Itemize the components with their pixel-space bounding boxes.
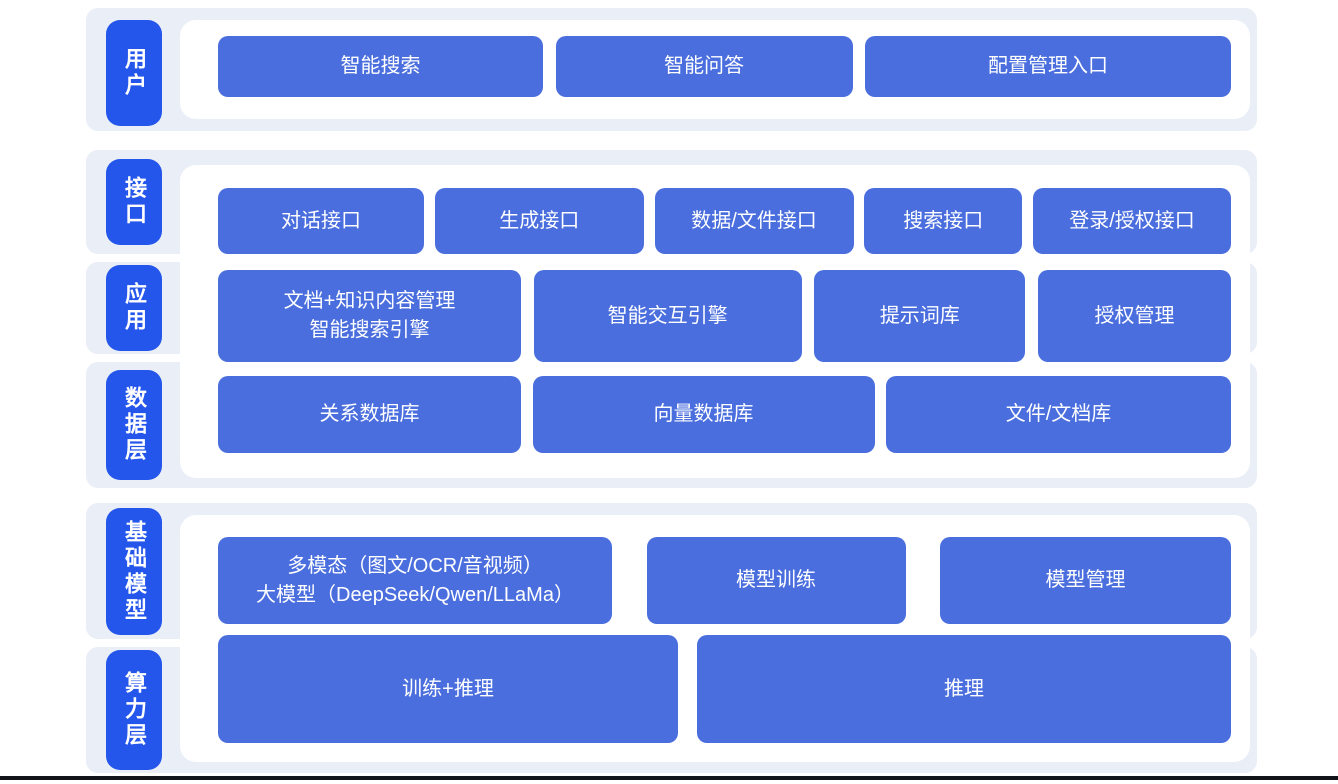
- node-smart-search: 智能搜索: [218, 36, 543, 97]
- layer-label-user: 用户: [106, 20, 162, 126]
- node-prompt-library: 提示词库: [814, 270, 1026, 362]
- node-training-inference: 训练+推理: [218, 635, 678, 743]
- layer-label-application: 应用: [106, 265, 162, 351]
- node-file-doc-store: 文件/文档库: [886, 376, 1231, 453]
- layer-group-middle: 接口 应用 数据层 对话接口 生成接口 数据/文件接口 搜索接口 登录/授权接口…: [86, 150, 1257, 488]
- panel-user: 智能搜索 智能问答 配置管理入口: [180, 20, 1250, 119]
- node-search-api: 搜索接口: [864, 188, 1023, 254]
- node-login-auth-api: 登录/授权接口: [1033, 188, 1231, 254]
- node-inference: 推理: [697, 635, 1231, 743]
- node-smart-qa: 智能问答: [555, 36, 853, 97]
- button-row-data: 关系数据库 向量数据库 文件/文档库: [218, 376, 1231, 453]
- panel-bottom: 多模态（图文/OCR/音视频） 大模型（DeepSeek/Qwen/LLaMa）…: [180, 515, 1250, 762]
- node-multimodal-llm: 多模态（图文/OCR/音视频） 大模型（DeepSeek/Qwen/LLaMa）: [218, 537, 612, 624]
- node-auth-management: 授权管理: [1037, 270, 1231, 362]
- layer-group-bottom: 基础模型 算力层 多模态（图文/OCR/音视频） 大模型（DeepSeek/Qw…: [86, 503, 1257, 773]
- layer-group-user: 用户 智能搜索 智能问答 配置管理入口: [86, 8, 1257, 131]
- node-vector-db: 向量数据库: [532, 376, 875, 453]
- node-dialog-api: 对话接口: [218, 188, 424, 254]
- node-model-training: 模型训练: [646, 537, 906, 624]
- node-interactive-engine: 智能交互引擎: [533, 270, 802, 362]
- button-row-foundation-model: 多模态（图文/OCR/音视频） 大模型（DeepSeek/Qwen/LLaMa）…: [218, 537, 1231, 624]
- layer-label-compute: 算力层: [106, 650, 162, 770]
- button-row-user: 智能搜索 智能问答 配置管理入口: [218, 36, 1231, 97]
- button-row-compute: 训练+推理 推理: [218, 635, 1231, 743]
- node-relational-db: 关系数据库: [218, 376, 521, 453]
- layer-label-data: 数据层: [106, 370, 162, 480]
- layer-label-foundation-model: 基础模型: [106, 508, 162, 635]
- node-generation-api: 生成接口: [434, 188, 644, 254]
- node-config-management-entry: 配置管理入口: [865, 36, 1231, 97]
- panel-middle: 对话接口 生成接口 数据/文件接口 搜索接口 登录/授权接口 文档+知识内容管理…: [180, 165, 1250, 478]
- button-row-interface: 对话接口 生成接口 数据/文件接口 搜索接口 登录/授权接口: [218, 188, 1231, 254]
- bottom-border-line: [0, 776, 1338, 780]
- node-data-file-api: 数据/文件接口: [654, 188, 854, 254]
- node-model-management: 模型管理: [940, 537, 1231, 624]
- button-row-application: 文档+知识内容管理 智能搜索引擎 智能交互引擎 提示词库 授权管理: [218, 270, 1231, 362]
- node-doc-knowledge-search-engine: 文档+知识内容管理 智能搜索引擎: [218, 270, 521, 362]
- layer-label-interface: 接口: [106, 159, 162, 245]
